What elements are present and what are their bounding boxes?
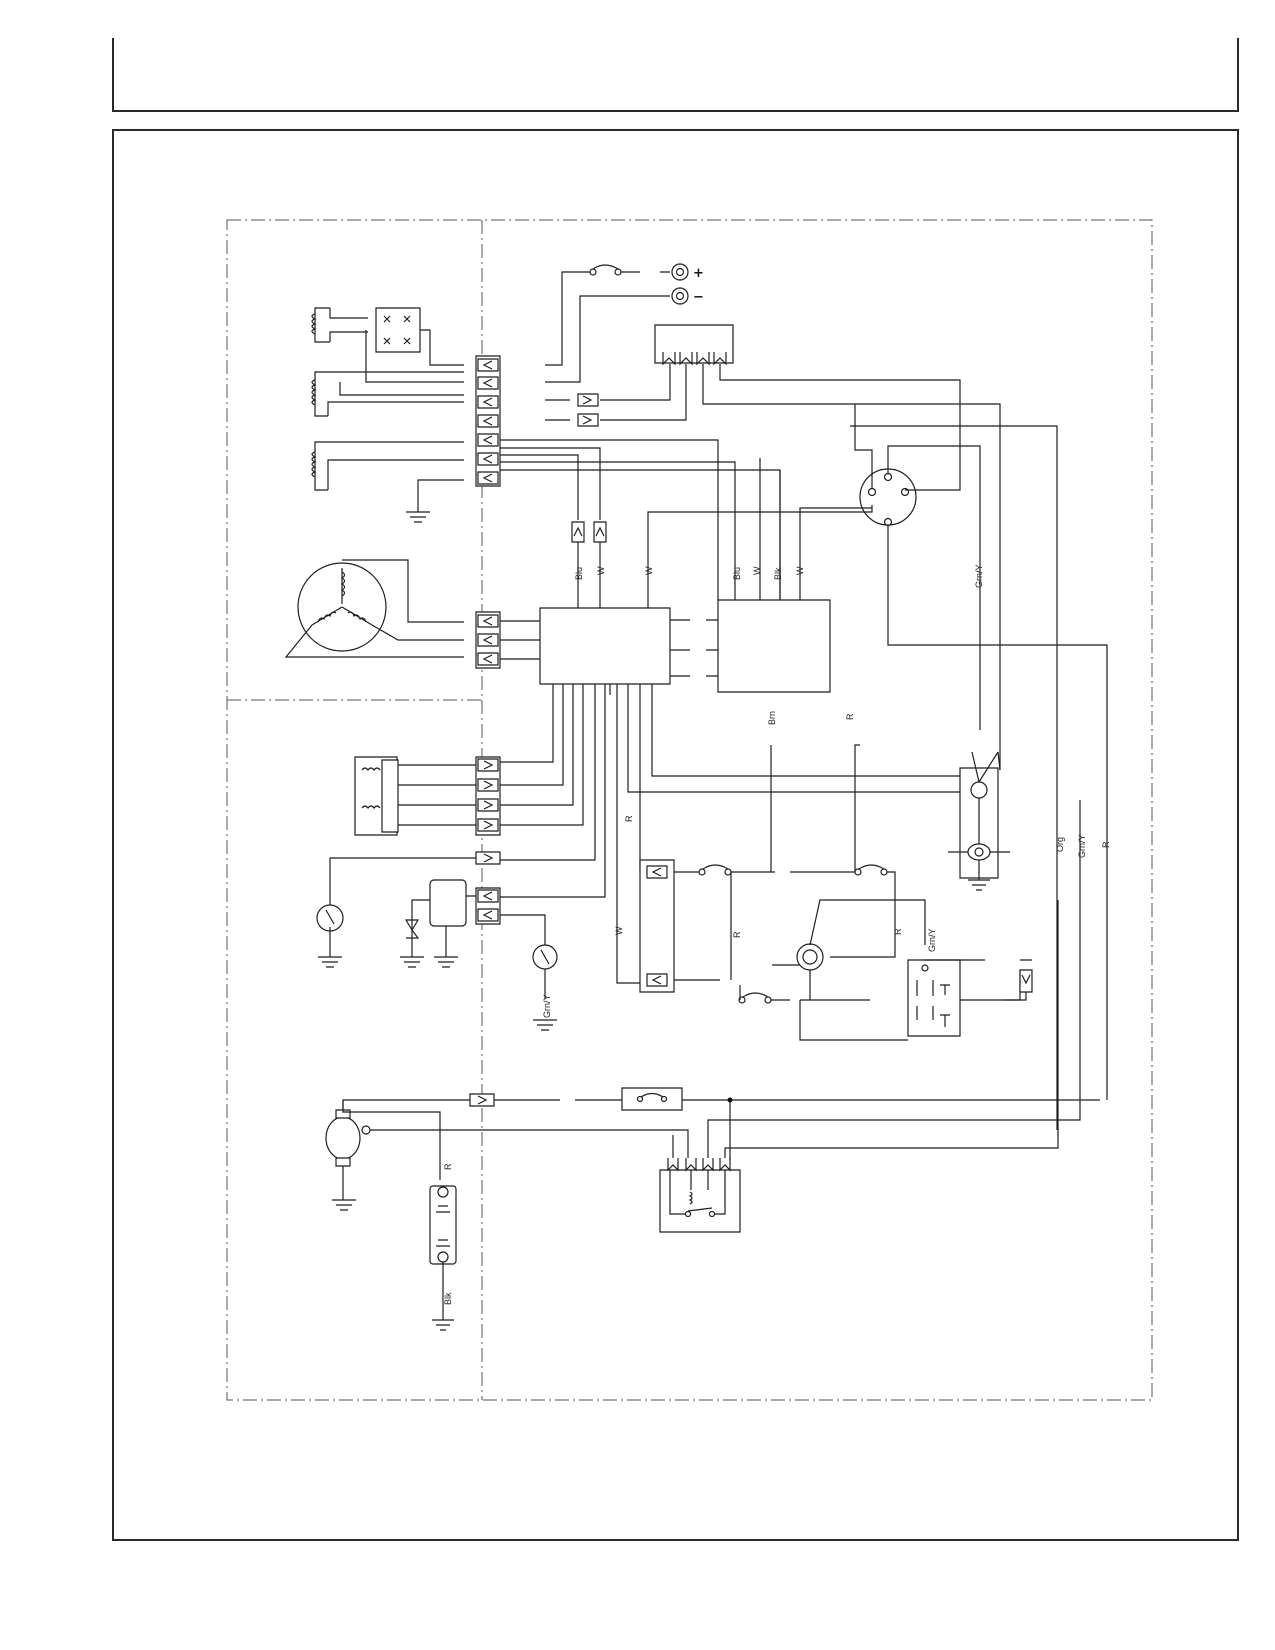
- svg-text:Blk: Blk: [443, 1292, 453, 1305]
- svg-text:R: R: [732, 931, 742, 938]
- main-frame: [113, 130, 1238, 1540]
- control-module: [540, 608, 670, 684]
- svg-text:W: W: [596, 566, 606, 575]
- breaker-assembly: [640, 745, 895, 1003]
- starter-motor: [325, 1100, 575, 1210]
- svg-text:Blu: Blu: [732, 567, 742, 580]
- svg-text:Grn/Y: Grn/Y: [542, 994, 552, 1018]
- wire-labels-mid: R W R R Grn/Y Grn/Y R Blk: [443, 815, 937, 1305]
- svg-text:Blu: Blu: [574, 567, 584, 580]
- svg-text:R: R: [624, 815, 634, 822]
- svg-text:+: +: [693, 266, 704, 281]
- starter-relay: [575, 800, 1107, 1232]
- svg-text:R: R: [1101, 841, 1111, 848]
- connector-block-a: [476, 356, 500, 486]
- oil-switch: [317, 852, 500, 967]
- inverter-module: [718, 600, 830, 692]
- svg-text:Grn/Y: Grn/Y: [974, 564, 984, 588]
- svg-text:Brn: Brn: [767, 711, 777, 725]
- winding-b: [312, 372, 464, 416]
- stepper-motor: [355, 757, 500, 835]
- svg-text:Blk: Blk: [773, 567, 783, 580]
- winding-c: [312, 442, 464, 490]
- connector-4pin-top: [545, 325, 855, 426]
- svg-text:W: W: [795, 566, 805, 575]
- svg-text:W: W: [644, 566, 654, 575]
- svg-text:Grn/Y: Grn/Y: [927, 928, 937, 952]
- dc-output: + −: [545, 264, 704, 382]
- ground-a: [406, 480, 464, 522]
- fuel-solenoid: [400, 880, 557, 1030]
- svg-text:−: −: [693, 290, 704, 305]
- wire-labels-top: Blu W W Blu W Blk W Grn/Y Brn R Org Grn/…: [574, 564, 1111, 858]
- svg-text:W: W: [614, 926, 624, 935]
- negative-terminal: [672, 288, 688, 304]
- stator: [286, 560, 464, 657]
- connector-block-b: [476, 612, 540, 668]
- control-harness: [500, 684, 975, 983]
- svg-text:R: R: [893, 928, 903, 935]
- positive-terminal: [672, 264, 688, 280]
- gfci-outlet: [800, 960, 1032, 1040]
- main-fuse: [622, 1088, 1100, 1160]
- engine-device: [948, 752, 1010, 890]
- svg-text:R: R: [443, 1163, 453, 1170]
- svg-text:Grn/Y: Grn/Y: [1077, 834, 1087, 858]
- svg-text:R: R: [845, 713, 855, 720]
- twist-lock-receptacle: [772, 900, 925, 1000]
- module-links: [670, 620, 718, 676]
- svg-text:W: W: [752, 566, 762, 575]
- bridge-rectifier: [376, 308, 420, 352]
- harness-connector-starter: [470, 1094, 622, 1106]
- ignition-switch: [648, 380, 1107, 1130]
- battery: [430, 1186, 456, 1330]
- svg-text:Org: Org: [1055, 837, 1065, 852]
- rectifier-winding: [312, 308, 464, 382]
- header-frame: [113, 38, 1238, 111]
- harness-wires: [500, 440, 780, 608]
